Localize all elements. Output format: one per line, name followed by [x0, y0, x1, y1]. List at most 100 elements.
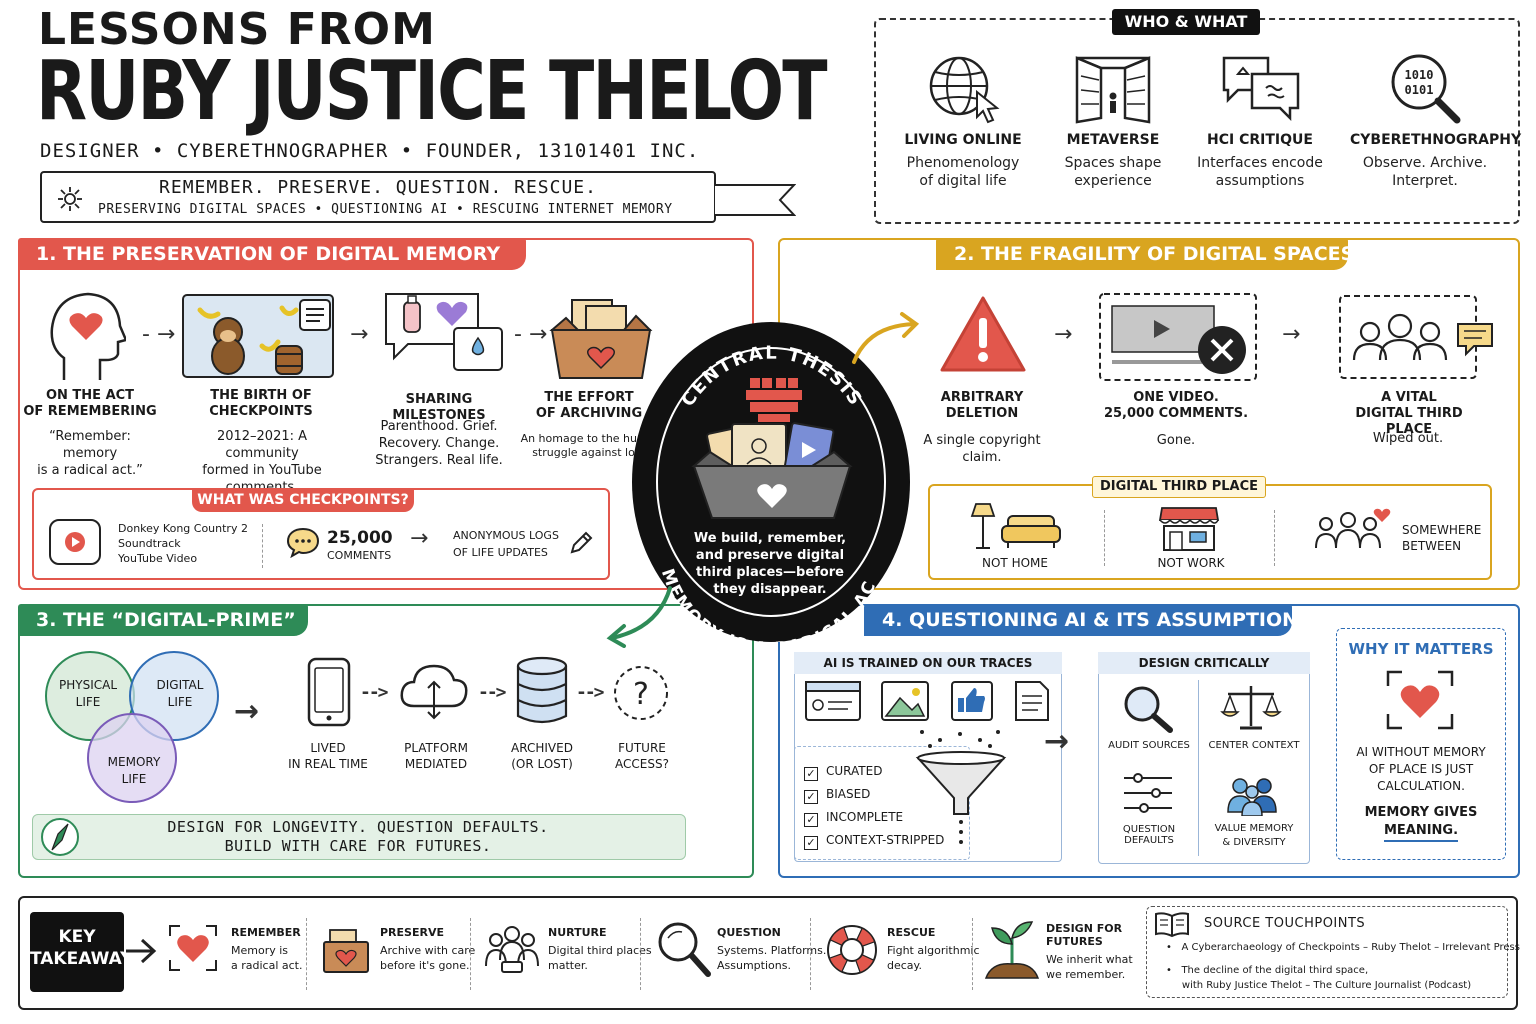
flow-arrow: -->: [360, 682, 388, 703]
donkey-kong-scene-icon: [182, 294, 334, 378]
community-icon: [485, 926, 539, 973]
not-home-label: NOT HOME: [982, 556, 1048, 570]
divider: [1198, 680, 1199, 856]
connector-arrow-green: [606, 586, 672, 648]
database-icon: [516, 656, 568, 724]
traces-icons: [805, 681, 1049, 721]
who-sub: experience: [1074, 173, 1152, 189]
divider: [1104, 510, 1105, 566]
divider: [972, 918, 973, 990]
who-sub: Spaces shape: [1064, 155, 1162, 171]
diverse-people-icon: [1227, 778, 1277, 816]
panel-questioning-ai: [778, 604, 1520, 878]
value-memory-label: VALUE MEMORY& DIVERSITY: [1214, 823, 1294, 848]
not-work-label: NOT WORK: [1157, 556, 1225, 570]
flow-arrow: - →: [514, 322, 548, 347]
cloud-sync-icon: [400, 664, 468, 720]
warning-icon: [940, 296, 1026, 372]
longevity-text: DESIGN FOR LONGEVITY. QUESTION DEFAULTS.…: [167, 818, 549, 855]
divider: [306, 918, 307, 990]
flow-arrow: →: [350, 322, 369, 347]
sources-box: [1146, 906, 1508, 998]
flow-arrow: →: [234, 694, 260, 729]
motto-banner: REMEMBER. PRESERVE. QUESTION. RESCUE. PR…: [40, 171, 716, 223]
tagline: PRESERVING DIGITAL SPACES • QUESTIONING …: [98, 202, 673, 217]
sources-title: SOURCE TOUCHPOINTS: [1204, 916, 1366, 931]
source-item: • The decline of the digital third space…: [1166, 965, 1472, 991]
people-heart-icon: [1315, 508, 1391, 549]
motto: REMEMBER. PRESERVE. QUESTION. RESCUE.: [159, 177, 597, 198]
design-critically-tag: DESIGN CRITICALLY: [1098, 652, 1310, 674]
thumbs-up-icon: [951, 681, 993, 721]
who-title: LIVING ONLINE: [904, 132, 1022, 148]
who-sub: Phenomenology: [906, 155, 1020, 171]
flow-arrow: -->: [478, 682, 506, 703]
divider: [810, 918, 811, 990]
audit-sources-label: AUDIT SOURCES: [1108, 740, 1190, 751]
magnifier-icon: [1124, 686, 1173, 733]
comment-icon: [286, 527, 320, 558]
flow-arrow: -->: [576, 682, 604, 703]
why-it-matters-box: [1336, 628, 1506, 860]
browser-icon: [805, 681, 861, 721]
compass-icon: [41, 818, 79, 856]
divider: [262, 524, 263, 568]
traces-tag: AI IS TRAINED ON OUR TRACES: [794, 652, 1062, 674]
step-title: SHARING MILESTONES: [392, 392, 486, 423]
divider: [470, 918, 471, 990]
chat-bubbles-icon: [1222, 56, 1300, 122]
archive-box-small-icon: [323, 929, 369, 973]
magnifier-large-icon: [658, 922, 711, 977]
sprout-icon: [984, 921, 1040, 979]
who-item-cyberethnography: 1010 0101 CYBERETHNOGRAPHY Observe. Arch…: [1350, 52, 1521, 190]
scales-icon: [1220, 686, 1282, 730]
check-item: ✓CONTEXT-STRIPPED: [804, 829, 944, 852]
open-book-icon: [1155, 912, 1189, 938]
question-defaults-label: QUESTION DEFAULTS: [1122, 824, 1176, 846]
center-context-label: CENTER CONTEXT: [1208, 740, 1300, 751]
who-what-tag: WHO & WHAT: [1112, 9, 1260, 35]
milestones-chat-icon: [385, 293, 503, 371]
header-roles: DESIGNER • CYBERETHNOGRAPHER • FOUNDER, …: [40, 140, 700, 162]
svg-text:?: ?: [633, 677, 649, 712]
virtual-room-icon: [1075, 56, 1151, 124]
central-memory-box-icon: [691, 378, 853, 519]
connector-arrow-gold: [852, 312, 920, 364]
key-takeaways-box: [18, 896, 1518, 1010]
couch-lamp-icon: [970, 503, 1061, 549]
framed-heart-icon: [169, 925, 217, 971]
takeaways-arrow-icon: [126, 938, 157, 964]
who-item-living-online: LIVING ONLINE Phenomenology of digital li…: [888, 52, 1038, 190]
focus-heart-icon: [1386, 670, 1454, 730]
checkbox-checked: ✓: [804, 813, 818, 827]
community-gone-icon: [1339, 295, 1493, 379]
step-title: ONE VIDEO.25,000 COMMENTS.: [1103, 390, 1249, 421]
who-sub: of digital life: [919, 173, 1007, 189]
flow-arrow: →: [1044, 724, 1070, 759]
comments-label: COMMENTS: [327, 549, 392, 562]
flow-arrow: →: [1054, 322, 1073, 347]
